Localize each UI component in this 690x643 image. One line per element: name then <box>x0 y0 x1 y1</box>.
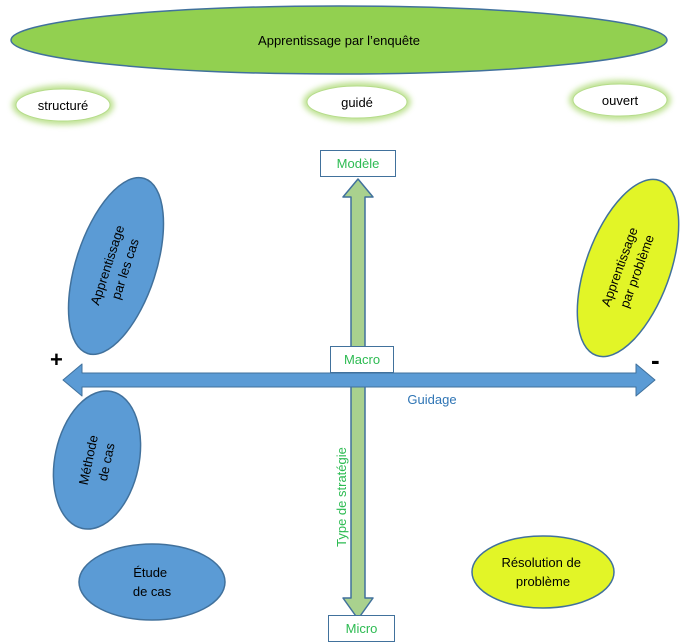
svg-text:Étude de cas: Étude de cas <box>133 565 172 599</box>
level-open-label: ouvert <box>602 93 639 108</box>
vertical-axis-bottom-label: Micro <box>328 615 395 642</box>
horizontal-axis-arrow <box>62 363 656 397</box>
strategy-case-learning: Apprentissage par les cas <box>67 176 165 356</box>
level-guided-label: guidé <box>341 95 373 110</box>
vertical-axis-label: Type de stratégie <box>334 447 349 547</box>
guidance-minus-sign: - <box>651 345 660 375</box>
svg-text:Résolution de problème: Résolution de problème <box>501 555 584 589</box>
case-study-line-1: Étude <box>133 565 167 580</box>
level-structure-label: structuré <box>38 98 89 113</box>
horizontal-axis-label: Guidage <box>407 392 456 407</box>
problem-solving-line-1: Résolution de <box>501 555 581 570</box>
vertical-axis-arrow <box>342 178 374 620</box>
strategy-case-study: Étude de cas <box>78 543 226 621</box>
guidance-plus-sign: + <box>50 347 63 372</box>
problem-solving-line-2: problème <box>516 574 570 589</box>
vertical-axis-top-label: Modèle <box>320 150 396 177</box>
banner-title: Apprentissage par l’enquête <box>258 33 420 48</box>
level-guided: guidé <box>303 82 411 122</box>
strategy-problem-solving: Résolution de problème <box>471 535 615 609</box>
strategy-problem-learning: Apprentissage par problème <box>576 178 680 358</box>
strategy-case-method: Méthode de cas <box>52 390 142 530</box>
level-open: ouvert <box>569 80 671 120</box>
case-study-line-2: de cas <box>133 584 172 599</box>
vertical-axis-middle-label: Macro <box>330 346 394 373</box>
level-structure: structuré <box>12 85 114 125</box>
inquiry-learning-banner: Apprentissage par l’enquête <box>10 5 668 75</box>
